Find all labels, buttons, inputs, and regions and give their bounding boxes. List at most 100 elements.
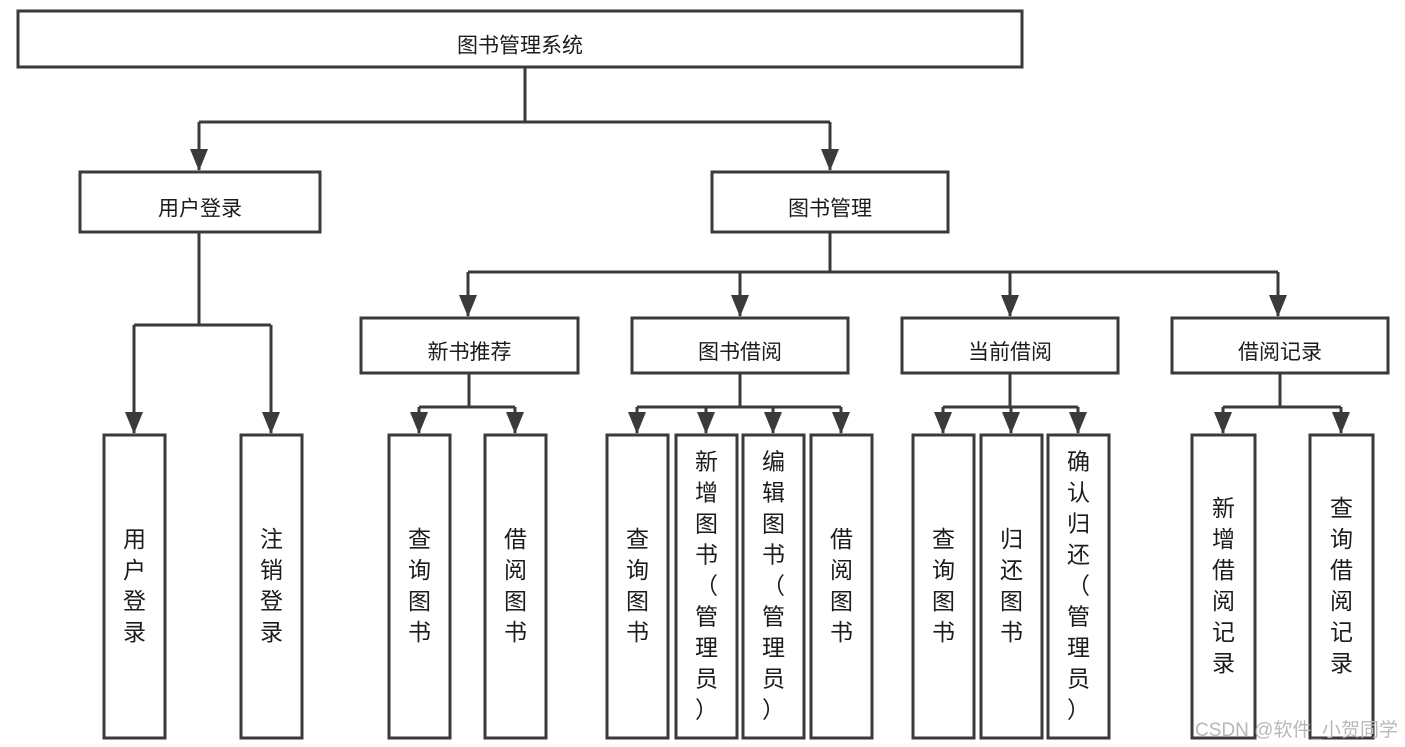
arrow-head-icon-level2 — [1001, 295, 1019, 317]
node-label-leaf-logout: 销 — [260, 557, 283, 583]
arrow-head-icon-leaf — [764, 412, 782, 434]
node-label-leaf-edit-book-admin: 编 — [762, 448, 785, 474]
node-label-user-login: 用户登录 — [158, 198, 242, 221]
arrow-head-icon-leaf — [934, 412, 952, 434]
node-label-leaf-query-book-recommend: 查 — [408, 526, 431, 552]
node-label-leaf-edit-book-admin: 辑 — [762, 479, 785, 505]
node-box-leaf-borrow-book — [809, 433, 874, 740]
node-label-leaf-confirm-return-admin: ） — [1067, 696, 1090, 722]
node-label-root: 图书管理系统 — [457, 35, 583, 58]
node-current-borrow[interactable]: 当前借阅 — [900, 316, 1120, 375]
node-leaf-user-login[interactable]: 用户登录 — [102, 433, 167, 740]
node-label-leaf-query-book-current: 书 — [932, 619, 955, 645]
node-box-leaf-add-borrow-record — [1190, 433, 1257, 740]
node-label-leaf-query-borrow-record: 录 — [1330, 650, 1353, 676]
node-label-leaf-borrow-book-recommend: 书 — [504, 619, 527, 645]
node-box-book-manage — [710, 170, 950, 234]
arrow-head-icon-level1 — [821, 149, 839, 171]
node-label-leaf-borrow-book-recommend: 借 — [504, 526, 527, 552]
arrow-head-icon-leaf — [697, 412, 715, 434]
node-label-leaf-confirm-return-admin: 认 — [1067, 479, 1090, 505]
node-label-leaf-return-book: 还 — [1000, 557, 1023, 583]
node-label-leaf-query-book-recommend: 询 — [408, 557, 431, 583]
arrow-head-icon-leaf — [506, 412, 524, 434]
node-label-leaf-add-book-admin: 增 — [695, 479, 718, 505]
connector-layer — [125, 67, 1350, 434]
node-layer: 图书管理系统用户登录图书管理新书推荐图书借阅当前借阅借阅记录用户登录注销登录查询… — [16, 9, 1390, 740]
arrow-head-icon-leaf — [1214, 412, 1232, 434]
node-label-leaf-borrow-book: 图 — [830, 588, 853, 614]
arrow-head-icon-leaf — [628, 412, 646, 434]
arrow-head-icon-leaf — [410, 412, 428, 434]
node-label-leaf-edit-book-admin: 管 — [762, 603, 785, 629]
node-book-manage[interactable]: 图书管理 — [710, 170, 950, 234]
node-label-leaf-add-borrow-record: 阅 — [1212, 588, 1235, 614]
node-label-leaf-query-borrow-record: 查 — [1330, 495, 1353, 521]
node-box-leaf-query-book-borrow — [605, 433, 670, 740]
node-label-leaf-add-book-admin: 图 — [695, 510, 718, 536]
node-label-leaf-query-book-recommend: 书 — [408, 619, 431, 645]
arrow-head-icon-leaf — [1002, 412, 1020, 434]
node-box-leaf-logout — [239, 433, 304, 740]
node-label-leaf-query-book-current: 图 — [932, 588, 955, 614]
arrow-head-icon-level2 — [731, 295, 749, 317]
arrow-head-icon-level2 — [459, 295, 477, 317]
node-label-leaf-logout: 注 — [260, 526, 283, 552]
node-label-leaf-add-book-admin: 理 — [695, 634, 718, 660]
node-box-user-login — [78, 170, 322, 234]
arrow-head-icon-leaf — [832, 412, 850, 434]
node-label-leaf-query-borrow-record: 阅 — [1330, 588, 1353, 614]
node-label-leaf-add-book-admin: 新 — [695, 448, 718, 474]
arrow-head-icon-leaf — [262, 412, 280, 434]
node-label-leaf-borrow-book: 借 — [830, 526, 853, 552]
node-label-leaf-edit-book-admin: 员 — [762, 665, 785, 691]
arrow-head-icon-level2 — [1269, 295, 1287, 317]
node-box-leaf-add-book-admin — [674, 433, 739, 740]
node-label-current-borrow: 当前借阅 — [968, 341, 1052, 364]
node-label-leaf-query-book-current: 询 — [932, 557, 955, 583]
node-label-leaf-query-book-borrow: 询 — [626, 557, 649, 583]
node-box-leaf-return-book — [979, 433, 1044, 740]
node-label-leaf-borrow-book-recommend: 阅 — [504, 557, 527, 583]
node-label-leaf-borrow-book: 书 — [830, 619, 853, 645]
node-book-borrow[interactable]: 图书借阅 — [630, 316, 850, 375]
node-label-leaf-edit-book-admin: （ — [762, 572, 785, 598]
arrow-head-icon-leaf — [125, 412, 143, 434]
node-root[interactable]: 图书管理系统 — [16, 9, 1024, 69]
node-label-leaf-add-borrow-record: 记 — [1212, 619, 1235, 645]
node-label-leaf-confirm-return-admin: 确 — [1067, 448, 1090, 474]
node-new-book-recommend[interactable]: 新书推荐 — [359, 316, 580, 375]
arrow-head-icon-leaf — [1332, 412, 1350, 434]
node-box-leaf-query-borrow-record — [1308, 433, 1375, 740]
node-label-leaf-add-book-admin: 书 — [695, 541, 718, 567]
node-label-leaf-query-book-borrow: 查 — [626, 526, 649, 552]
node-borrow-record[interactable]: 借阅记录 — [1170, 316, 1390, 375]
node-label-leaf-logout: 登 — [260, 588, 283, 614]
node-user-login[interactable]: 用户登录 — [78, 170, 322, 234]
node-label-leaf-query-book-borrow: 书 — [626, 619, 649, 645]
node-label-leaf-add-book-admin: （ — [695, 572, 718, 598]
node-label-leaf-query-borrow-record: 借 — [1330, 557, 1353, 583]
node-box-borrow-record — [1170, 316, 1390, 375]
node-label-leaf-query-book-recommend: 图 — [408, 588, 431, 614]
node-label-leaf-add-book-admin: 管 — [695, 603, 718, 629]
node-label-leaf-confirm-return-admin: （ — [1067, 572, 1090, 598]
node-box-current-borrow — [900, 316, 1120, 375]
node-label-leaf-user-login: 登 — [123, 588, 146, 614]
node-label-leaf-query-book-current: 查 — [932, 526, 955, 552]
node-label-leaf-add-book-admin: 员 — [695, 665, 718, 691]
